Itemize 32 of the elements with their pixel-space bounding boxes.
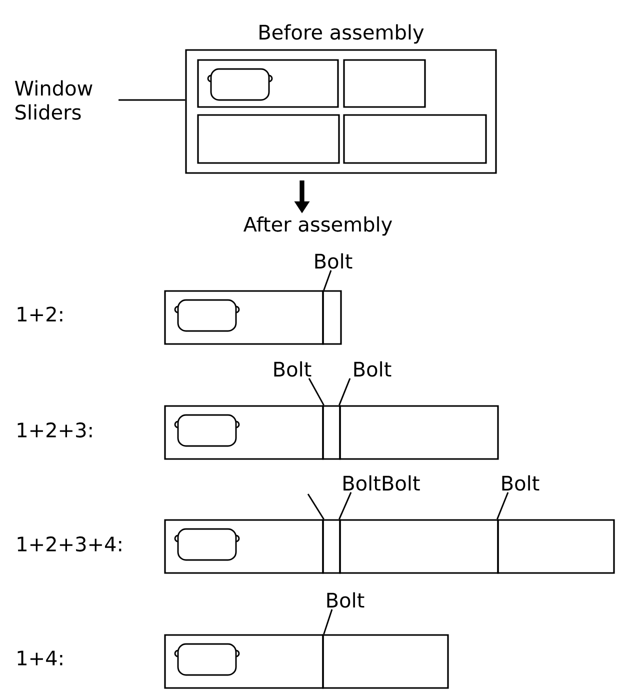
row-label: 1+2+3+4: [18, 536, 122, 552]
slider-box [322, 405, 341, 460]
node-label: Before assembly [260, 24, 424, 44]
row-label: 1+2+3: [18, 422, 92, 438]
slider-box [497, 519, 615, 574]
row-label: 1+4: [18, 650, 62, 666]
leader-line [323, 609, 333, 634]
leader-line [323, 270, 332, 290]
slider-box [197, 114, 340, 164]
callout-label: Bolt [354, 361, 392, 377]
slider-box [322, 290, 342, 345]
part-label: Window Sliders [14, 80, 92, 120]
callout-label: Bolt [327, 592, 364, 608]
leader-line [496, 492, 509, 520]
leader-line [118, 99, 186, 101]
leader-line [307, 494, 324, 520]
leader-line [338, 378, 351, 406]
slider-box [322, 519, 341, 574]
callout-label: BoltBolt [344, 475, 420, 491]
slider-box [343, 59, 426, 108]
callout-label: Bolt [502, 475, 540, 491]
slider-box [322, 634, 449, 689]
slider-box [339, 519, 499, 574]
slider-box [339, 405, 499, 460]
leader-line [308, 378, 324, 406]
callout-label: Bolt [315, 253, 352, 269]
frame-box: Before assembly [185, 24, 497, 174]
row-label: 1+2: [18, 306, 62, 322]
leader-line [338, 492, 352, 520]
callout-label: After assembly [243, 216, 392, 236]
slider-box [343, 114, 487, 164]
callout-label: Bolt [274, 361, 312, 377]
